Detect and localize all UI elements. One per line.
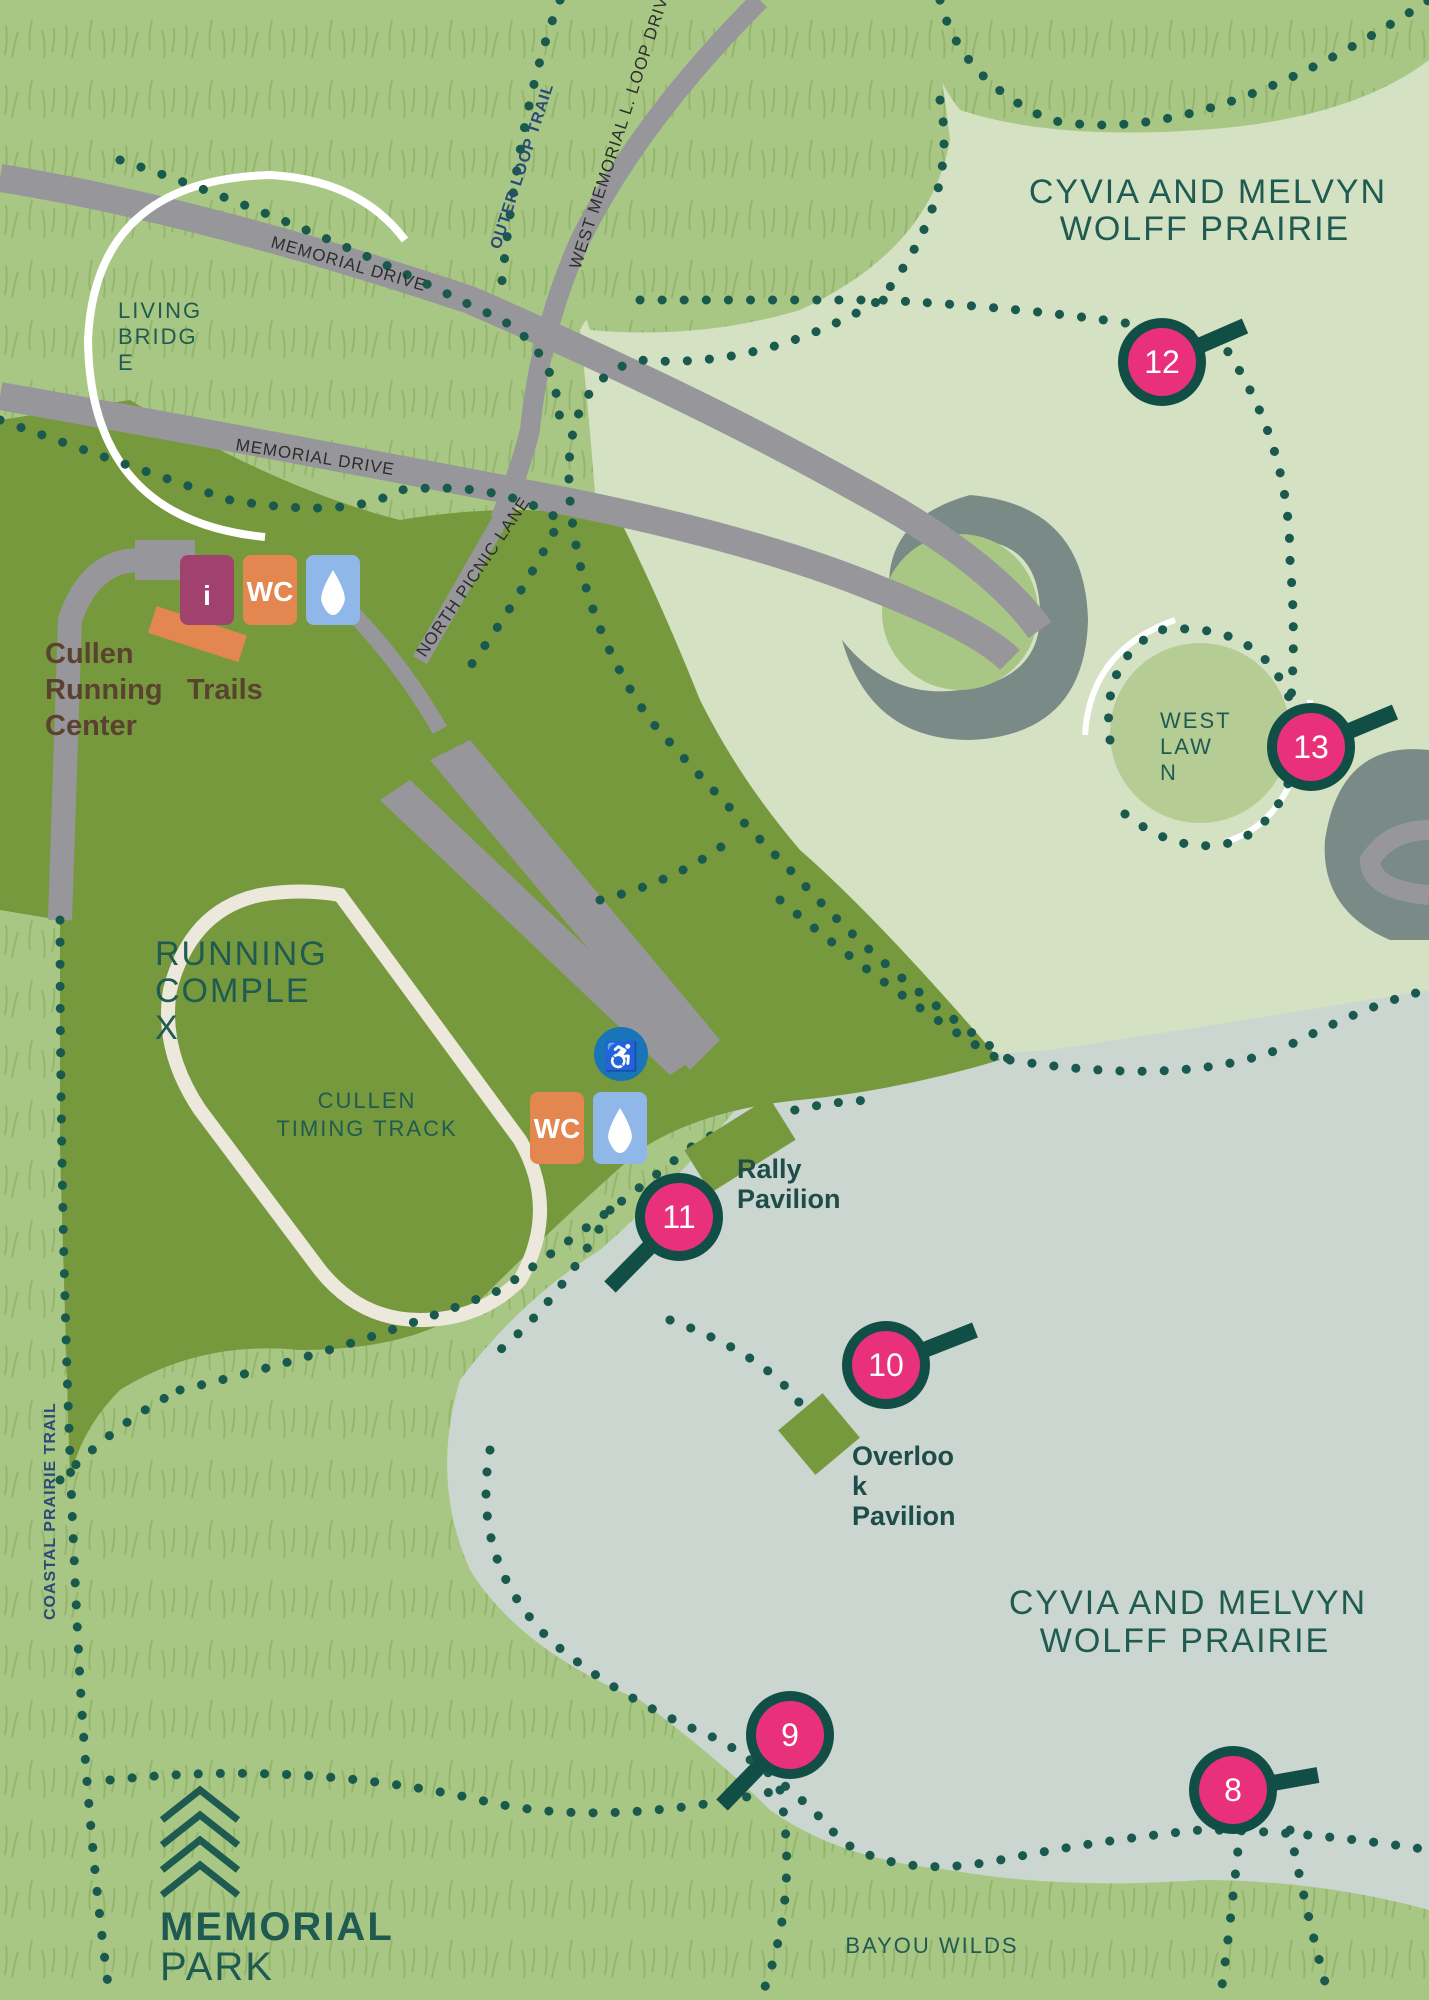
pond-north: [842, 495, 1088, 740]
water-drop-icon: [321, 570, 345, 615]
accessible-parking-icon[interactable]: [594, 1027, 648, 1081]
running-center-label-2[interactable]: Running: [45, 674, 163, 706]
wheelchair-glyph: ♿: [604, 1040, 639, 1073]
living-bridge-arc: [83, 170, 409, 541]
overlook-pavilion-label-3[interactable]: Pavilion: [852, 1501, 956, 1531]
overlook-pavilion-label-1[interactable]: Overloo: [852, 1441, 954, 1471]
trail-marker-11[interactable]: 11: [604, 1173, 723, 1293]
timing-track-label-2: TIMING TRACK: [276, 1116, 457, 1141]
trail-marker-10[interactable]: 10: [842, 1321, 978, 1409]
logo-text-park: PARK: [160, 1945, 274, 1989]
overlook-pavilion-building[interactable]: [778, 1393, 860, 1475]
rally-pavilion-label-2[interactable]: Pavilion: [737, 1184, 841, 1214]
marker-dot: [645, 1183, 713, 1251]
grass-bump-north: [928, 0, 1429, 133]
south-prairie-label-1: CYVIA AND MELVYN: [1009, 1584, 1367, 1622]
running-complex-label-2: COMPLE: [155, 972, 311, 1010]
amenities-top: i WC: [180, 555, 360, 625]
memorial-park-logo: MEMORIAL PARK: [159, 1785, 394, 1989]
bayou-wilds-label: BAYOU WILDS: [845, 1933, 1018, 1958]
grass-patch-roads: [560, 0, 950, 333]
roads: [0, 0, 1429, 921]
restroom-icon[interactable]: [243, 555, 297, 625]
coastal-prairie-trail-label: COASTAL PRAIRIE TRAIL: [42, 1402, 59, 1620]
water-drop-icon-bottom: [608, 1108, 632, 1153]
restroom-label: WC: [247, 576, 294, 607]
running-center-label-1[interactable]: Cullen: [45, 638, 134, 670]
running-complex-label-3: X: [155, 1009, 180, 1047]
marker-number: 12: [1144, 344, 1180, 380]
north-prairie-area: [580, 0, 1429, 1096]
trail-marker-13[interactable]: 13: [1267, 703, 1399, 791]
trails-label[interactable]: Trails: [187, 674, 263, 706]
west-lawn-arc-left: [1082, 617, 1176, 736]
living-bridge-label-2: BRIDG: [118, 324, 198, 349]
overlook-pavilion-label-2[interactable]: k: [852, 1471, 868, 1501]
rally-pavilion-building[interactable]: [684, 1097, 796, 1193]
logo-text-memorial: MEMORIAL: [160, 1905, 394, 1949]
rally-pavilion-label-1[interactable]: Rally: [737, 1154, 802, 1184]
running-complex-label-1: RUNNING: [155, 935, 328, 973]
restroom-label-bottom: WC: [534, 1113, 581, 1144]
trail-marker-12[interactable]: 12: [1118, 318, 1249, 406]
marker-dot: [1128, 328, 1196, 396]
marker-number: 13: [1293, 729, 1329, 765]
amenities-bottom: ♿ WC: [530, 1027, 648, 1164]
trail-markers: 12 13 11 10 9 8: [604, 318, 1399, 1834]
west-lawn-label-1: WEST: [1160, 708, 1232, 733]
west-lawn-label-3: N: [1160, 760, 1178, 785]
running-center-label-3[interactable]: Center: [45, 710, 137, 742]
trail-marker-8[interactable]: 8: [1189, 1746, 1320, 1834]
trail-marker-9[interactable]: 9: [716, 1691, 834, 1811]
running-complex-area: [0, 400, 1000, 1480]
running-center-building[interactable]: [147, 606, 247, 663]
west-lawn-label-2: LAW: [1160, 734, 1213, 759]
cullen-timing-track: [161, 884, 547, 1328]
restroom-icon-bottom[interactable]: [530, 1092, 584, 1164]
marker-dot: [756, 1701, 824, 1769]
south-prairie-label-2: WOLFF PRAIRIE: [1040, 1622, 1330, 1660]
marker-dot: [1277, 713, 1345, 781]
marker-number: 10: [868, 1347, 904, 1383]
north-prairie-label-2: WOLFF PRAIRIE: [1060, 210, 1350, 248]
living-bridge-label-3: E: [118, 350, 135, 375]
chevron-logo-icon: [159, 1785, 241, 1898]
living-bridge-label-1: LIVING: [118, 298, 202, 323]
marker-number: 9: [781, 1717, 799, 1753]
marker-dot: [852, 1331, 920, 1399]
timing-track-label-1: CULLEN: [318, 1088, 417, 1113]
west-lawn: [1110, 643, 1290, 823]
info-icon[interactable]: [180, 555, 234, 625]
marker-dot: [1199, 1756, 1267, 1824]
marker-number: 11: [662, 1199, 695, 1235]
marker-number: 8: [1224, 1772, 1242, 1808]
north-prairie-label-1: CYVIA AND MELVYN: [1029, 173, 1387, 211]
info-glyph: i: [203, 580, 211, 611]
